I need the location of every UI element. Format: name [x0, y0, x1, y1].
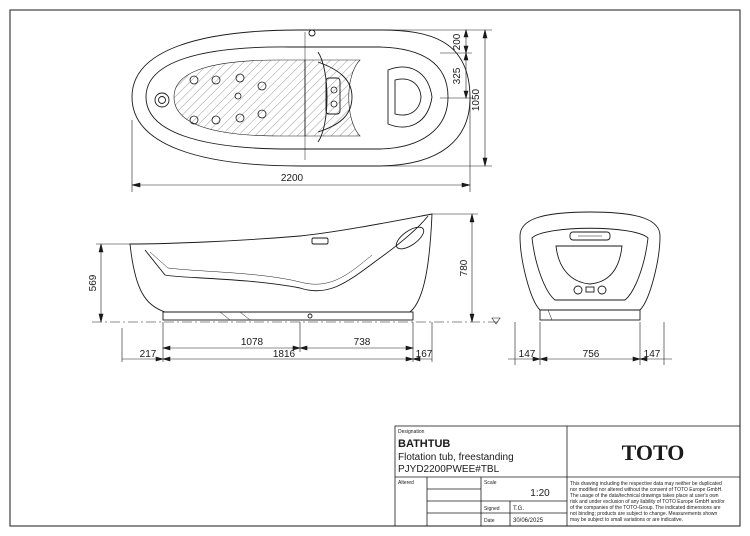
disclaimer-line: not binding; products are subject to cha…	[570, 511, 718, 517]
dim-top-length: 2200	[281, 173, 304, 184]
side-view-shell	[129, 213, 433, 313]
dim-top-inset-200: 200	[452, 33, 463, 50]
disclaimer-line: risk and under exclusion of any liabilit…	[570, 499, 725, 505]
dim-top-width: 1050	[471, 88, 482, 111]
dim-front-right-offset: 147	[644, 349, 661, 360]
designation-label: Designation	[398, 429, 425, 435]
signed-value: T.G.	[513, 506, 524, 512]
article-number: PJYD2200PWEE#TBL	[398, 464, 500, 475]
dim-front-base-width: 756	[583, 349, 600, 360]
top-view-dimensions	[131, 28, 492, 192]
dim-side-1078: 1078	[241, 337, 264, 348]
disclaimer-line: may be subject to small variations or ar…	[570, 517, 683, 523]
disclaimer-line: nor modified nor altered without the con…	[570, 487, 723, 493]
front-view-shell	[519, 211, 661, 311]
front-view-backrest	[555, 245, 623, 285]
side-view-dimensions	[92, 213, 501, 362]
front-view-dimensions	[508, 322, 672, 365]
dim-side-left-offset: 217	[140, 349, 157, 360]
disclaimer-line: The usage of the data/technical drawings…	[570, 493, 719, 499]
jet-nozzles	[189, 73, 338, 125]
altered-label: Altered	[398, 480, 414, 486]
side-view-control-panel	[311, 237, 329, 245]
brand-logo: TOTO	[622, 440, 685, 465]
front-view-jet-right	[597, 285, 607, 295]
side-view	[129, 213, 433, 321]
dim-front-left-offset: 147	[519, 349, 536, 360]
top-view-headrest-pillow	[317, 61, 353, 133]
front-view-base	[539, 309, 641, 321]
disclaimer-line: This drawing including the respective da…	[570, 481, 722, 487]
drawing-frame	[9, 9, 741, 527]
product-description: Flotation tub, freestanding	[398, 452, 514, 463]
side-view-inner-line	[144, 215, 429, 292]
scale-value: 1:20	[530, 488, 550, 499]
product-name: BATHTUB	[398, 438, 450, 450]
front-view	[519, 211, 661, 321]
dim-side-738: 738	[354, 337, 371, 348]
scale-label: Scale	[484, 480, 497, 486]
front-view-inner	[531, 227, 649, 301]
headrest-control-panel	[325, 77, 341, 115]
date-label: Date	[484, 518, 495, 524]
dim-top-inset-325: 325	[452, 67, 463, 84]
dim-side-rim-height: 569	[88, 274, 99, 291]
side-view-headrest	[395, 226, 425, 250]
dim-side-right-offset: 167	[416, 349, 433, 360]
top-view-head-cushion-inner	[394, 78, 422, 116]
signed-label: Signed	[484, 506, 500, 512]
disclaimer: This drawing including the respective da…	[570, 481, 725, 523]
disclaimer-line: of the companies of the TOTO-Group. The …	[570, 505, 721, 511]
drain-overflow	[154, 92, 170, 108]
top-view-backrest-curve	[317, 51, 328, 143]
front-view-jet-left	[573, 285, 583, 295]
date-value: 30/06/2025	[513, 518, 544, 524]
top-view-head-cushion	[387, 66, 433, 128]
dim-side-1816: 1816	[273, 349, 296, 360]
top-view	[131, 29, 471, 167]
top-view-inner-basin	[145, 46, 449, 150]
top-view-hatched-floor	[173, 59, 306, 137]
side-view-base	[162, 311, 414, 321]
front-view-headrest	[569, 231, 611, 241]
dim-side-total-height: 780	[459, 259, 470, 276]
title-block	[394, 425, 741, 527]
